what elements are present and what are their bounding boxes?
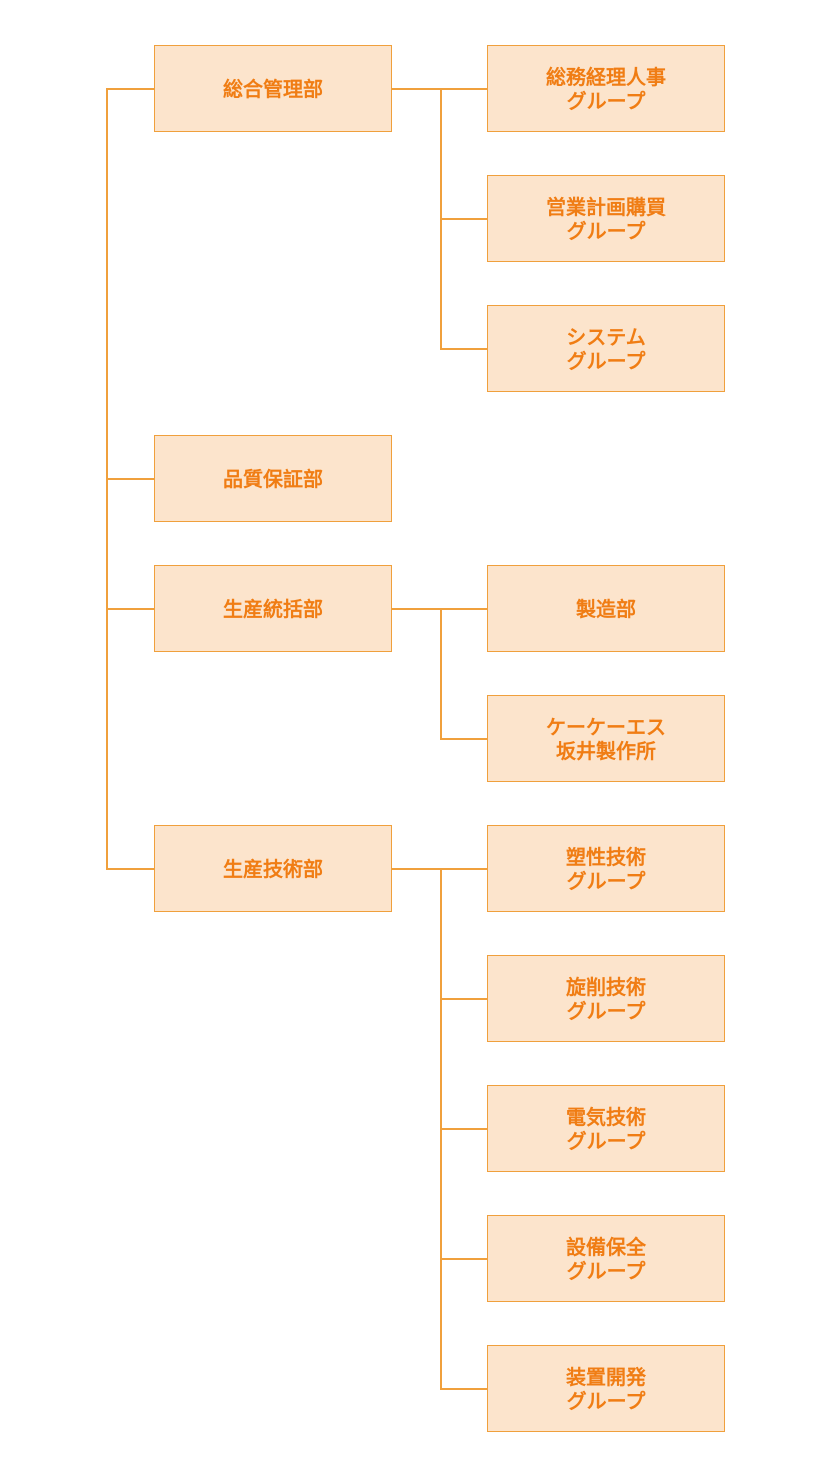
group-electrical-label: 電気技術 グループ (566, 1104, 646, 1153)
connector-production-control (106, 608, 154, 610)
group-equipment-development: 装置開発 グループ (487, 1345, 725, 1432)
connector-production-engineering (106, 868, 154, 870)
group-electrical: 電気技術 グループ (487, 1085, 725, 1172)
group-general-affairs: 総務経理人事 グループ (487, 45, 725, 132)
connector-electrical (440, 1128, 488, 1130)
group-sales-planning-label: 営業計画購買 グループ (546, 194, 666, 243)
dept-production-engineering: 生産技術部 (154, 825, 392, 912)
connector-sales-planning (440, 218, 488, 220)
group-sales-planning: 営業計画購買 グループ (487, 175, 725, 262)
group-manufacturing-label: 製造部 (576, 596, 636, 621)
connector-system (440, 348, 488, 350)
group-system: システム グループ (487, 305, 725, 392)
group-plastic-working-label: 塑性技術 グループ (566, 844, 646, 893)
branch-trunk-production-control (440, 608, 442, 739)
connector-general-management (106, 88, 154, 90)
group-kks-sakai-label: ケーケーエス 坂井製作所 (546, 714, 666, 763)
connector-turning (440, 998, 488, 1000)
group-equipment-maintenance-label: 設備保全 グループ (566, 1234, 646, 1283)
group-system-label: システム グループ (566, 324, 646, 373)
dept-general-management-label: 総合管理部 (223, 76, 323, 101)
group-plastic-working: 塑性技術 グループ (487, 825, 725, 912)
connector-equipment-development (440, 1388, 488, 1390)
dept-production-control: 生産統括部 (154, 565, 392, 652)
group-kks-sakai: ケーケーエス 坂井製作所 (487, 695, 725, 782)
dept-general-management: 総合管理部 (154, 45, 392, 132)
dept-quality-assurance-label: 品質保証部 (223, 466, 323, 491)
connector-quality-assurance (106, 478, 154, 480)
dept-production-engineering-label: 生産技術部 (223, 856, 323, 881)
group-turning: 旋削技術 グループ (487, 955, 725, 1042)
dept-quality-assurance: 品質保証部 (154, 435, 392, 522)
group-equipment-development-label: 装置開発 グループ (566, 1364, 646, 1413)
dept-production-control-label: 生産統括部 (223, 596, 323, 621)
group-turning-label: 旋削技術 グループ (566, 974, 646, 1023)
group-manufacturing: 製造部 (487, 565, 725, 652)
connector-equipment-maintenance (440, 1258, 488, 1260)
connector-kks-sakai (440, 738, 488, 740)
group-general-affairs-label: 総務経理人事 グループ (546, 64, 666, 113)
group-equipment-maintenance: 設備保全 グループ (487, 1215, 725, 1302)
